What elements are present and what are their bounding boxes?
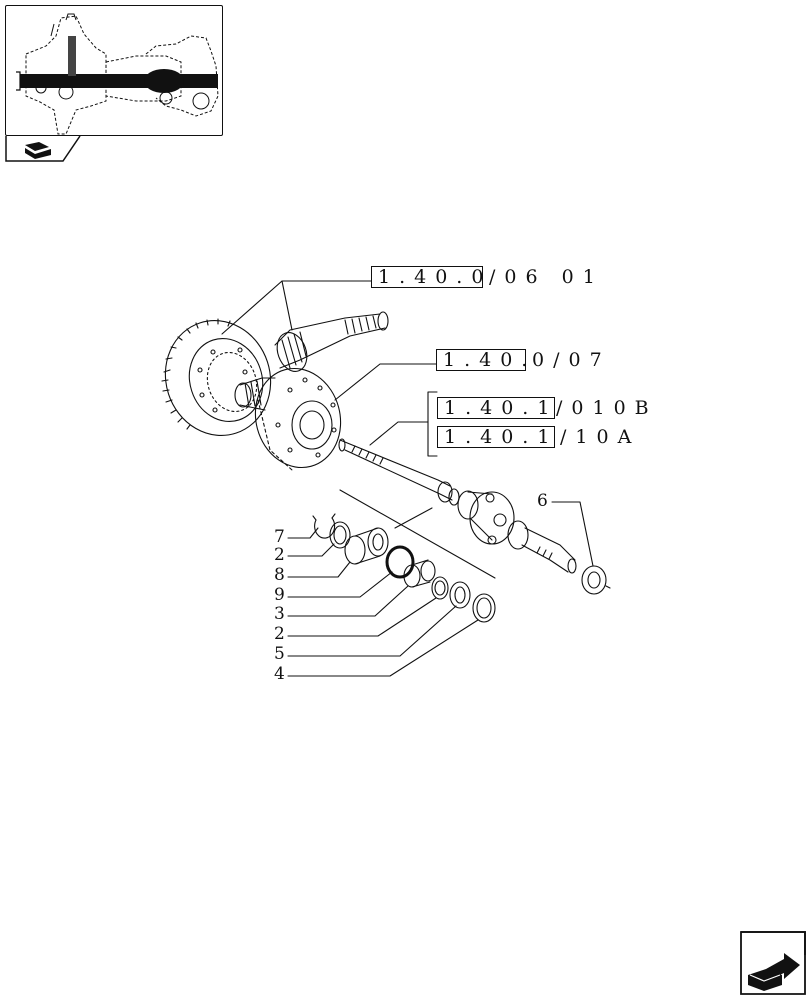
universal-joint	[457, 490, 577, 574]
snap-ring-7	[312, 513, 336, 539]
reference-suffix-4: /10A	[560, 426, 641, 448]
bearing-8	[344, 527, 389, 565]
differential-housing	[234, 367, 342, 471]
washer-5	[449, 581, 471, 609]
next-page-button[interactable]	[738, 929, 808, 997]
reference-suffix-1: /06 01	[489, 266, 604, 288]
reference-link-4[interactable]: 1.40.1	[437, 426, 555, 448]
leader-7	[287, 527, 319, 539]
ring-2-lower	[431, 576, 449, 600]
section-tab[interactable]	[5, 135, 81, 162]
axle-shaft	[338, 438, 460, 506]
callout-2-lower[interactable]: 2	[274, 624, 285, 644]
leader-2a	[287, 543, 335, 557]
callout-4[interactable]: 4	[274, 664, 285, 684]
callout-3[interactable]: 3	[274, 604, 285, 624]
callout-8[interactable]: 8	[274, 565, 285, 585]
crown-wheel	[161, 318, 272, 437]
callout-5[interactable]: 5	[274, 644, 285, 664]
callout-2-upper[interactable]: 2	[274, 545, 285, 565]
leader-3	[287, 585, 409, 617]
leader-ref-2	[334, 363, 437, 401]
axle-thumbnail-drawing	[16, 13, 219, 135]
leader-9	[287, 571, 393, 598]
leader-6	[551, 501, 594, 567]
reference-link-3[interactable]: 1.40.1	[437, 397, 555, 419]
leader-4	[287, 619, 479, 677]
ring-2-upper	[329, 521, 351, 549]
group-line-link	[394, 507, 433, 529]
reference-suffix-2: 0/07	[532, 349, 611, 371]
callout-6[interactable]: 6	[537, 491, 548, 511]
o-ring-9	[385, 545, 415, 579]
group-line-top	[339, 489, 496, 579]
leader-ref-3	[369, 421, 429, 446]
reference-link-1[interactable]: 1.40.0	[371, 266, 483, 288]
ring-4	[472, 593, 496, 623]
leader-5	[287, 605, 457, 657]
book-icon	[25, 142, 51, 159]
leader-ref-1b	[281, 280, 293, 331]
reference-link-2[interactable]: 1.40.	[436, 349, 527, 371]
callout-9[interactable]: 9	[274, 585, 285, 605]
callout-7[interactable]: 7	[274, 527, 285, 547]
dash-6	[605, 585, 611, 589]
reference-suffix-3: /010B	[556, 397, 658, 419]
leader-bracket	[427, 391, 438, 457]
leader-8	[287, 561, 351, 578]
pinion-shaft	[274, 311, 389, 372]
washer-6	[581, 565, 607, 595]
sleeve-3	[403, 559, 436, 588]
axle-assembly-thumbnail[interactable]	[5, 5, 223, 136]
leader-ref-1a	[221, 280, 372, 335]
next-page-arrow-icon	[740, 931, 806, 995]
leader-2b	[287, 597, 437, 637]
